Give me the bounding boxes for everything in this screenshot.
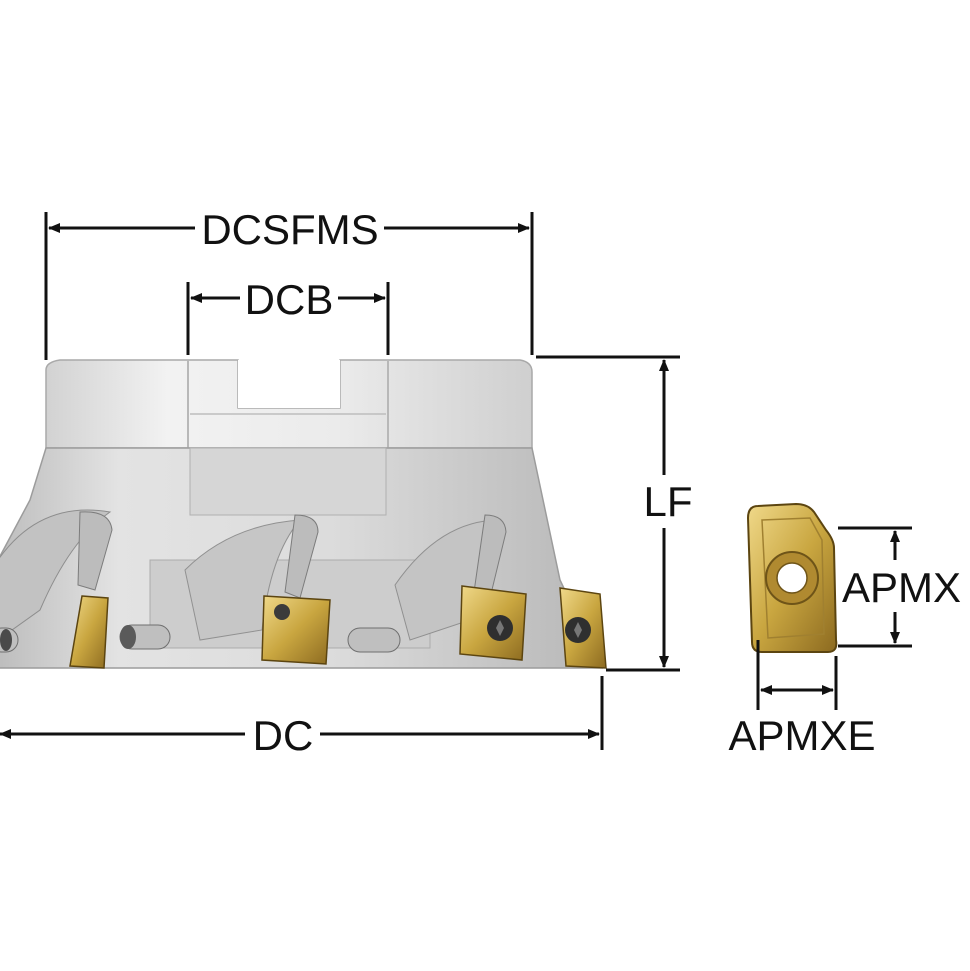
dcsfms-label: DCSFMS	[201, 206, 378, 253]
carbide-insert	[261, 595, 331, 665]
dimension-lines	[0, 212, 912, 750]
apmx-label: APMX	[842, 564, 961, 611]
drive-slot	[238, 360, 340, 408]
carbide-insert	[459, 585, 527, 661]
coolant-nozzle	[347, 627, 401, 653]
lf-label: LF	[643, 478, 692, 525]
coolant-nozzle	[0, 627, 19, 653]
dcb-label: DCB	[245, 276, 334, 323]
carbide-insert	[559, 587, 607, 669]
apmxe-label: APMXE	[728, 712, 875, 759]
dimension-labels: DCSFMS DCB LF DC APMX APMXE	[201, 206, 961, 759]
carbide-insert	[69, 595, 109, 669]
coolant-nozzle	[119, 624, 171, 650]
cutter-inserts	[69, 585, 607, 669]
dc-label: DC	[253, 712, 314, 759]
insert-detail	[746, 502, 838, 653]
